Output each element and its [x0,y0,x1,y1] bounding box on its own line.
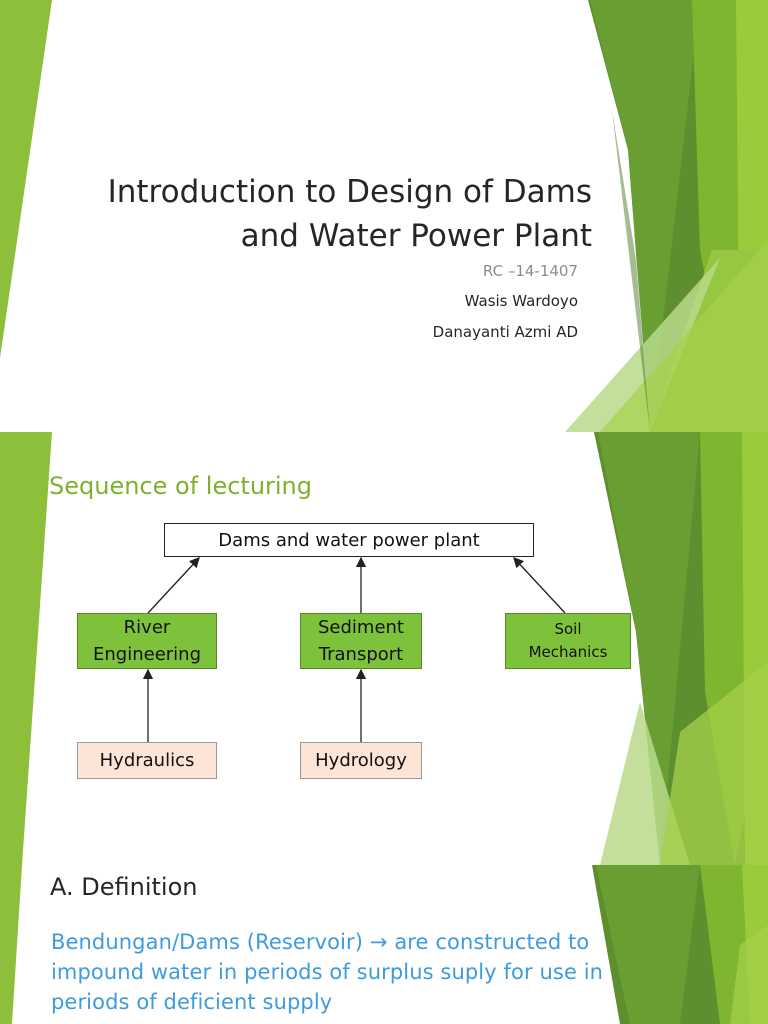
green-facet-decoration [0,865,768,1024]
hydrology-box: Hydrology [300,742,422,779]
box-line: River [123,617,171,638]
box-line: Soil [554,620,582,638]
river-engineering-box: River Engineering [77,613,217,669]
box-line: Mechanics [528,643,608,661]
slide-title: Sequence of lecturing [49,472,313,500]
section-heading: A. Definition [50,873,198,901]
title-line-2: and Water Power Plant [240,218,592,254]
dams-power-plant-box: Dams and water power plant [164,523,534,557]
box-line: Transport [318,644,404,665]
sequence-slide: Sequence of lecturing Dams and water pow… [0,432,768,865]
hydraulics-box: Hydraulics [77,742,217,779]
box-line: Engineering [93,644,201,665]
author-name: Wasis Wardoyo [464,292,578,310]
title-slide: Introduction to Design of Dams and Water… [0,0,768,432]
green-facet-decoration [0,432,768,865]
arrow-soil-to-top [513,557,566,614]
green-facet-decoration [0,0,768,432]
course-code: RC –14-1407 [482,262,578,280]
arrow-river-to-top [147,557,200,614]
diagram-arrows [142,556,566,742]
definition-slide: A. Definition Bendungan/Dams (Reservoir)… [0,865,768,1024]
box-line: Sediment [317,617,404,638]
presentation-title: Introduction to Design of Dams and Water… [108,170,592,258]
soil-mechanics-box: Soil Mechanics [505,613,631,669]
author-name: Danayanti Azmi AD [432,323,578,341]
sediment-transport-box: Sediment Transport [300,613,422,669]
title-line-1: Introduction to Design of Dams [107,174,592,210]
definition-text: Bendungan/Dams (Reservoir) → are constru… [51,930,604,1014]
